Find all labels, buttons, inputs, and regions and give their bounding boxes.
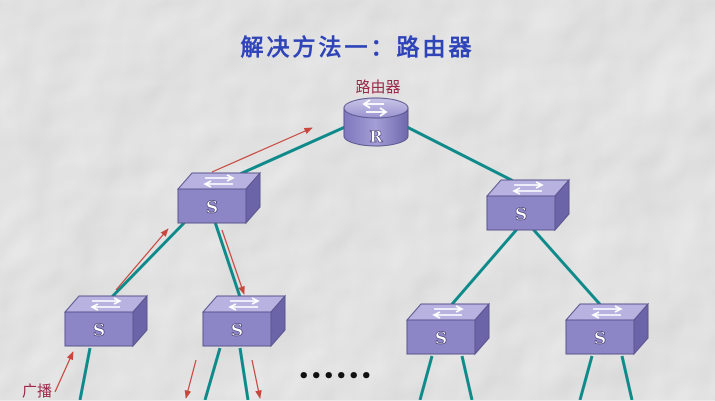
arrow-from-switch-b-down-left xyxy=(184,359,197,399)
switch-glyph: S xyxy=(231,321,243,341)
link-switch-b-down-left xyxy=(203,347,222,400)
arrow-switch-left-to-router xyxy=(211,127,313,173)
router-glyph: R xyxy=(369,127,383,146)
router-icon: R xyxy=(343,97,409,147)
link-switch-d-down-left xyxy=(578,355,594,400)
switch-icon: S xyxy=(564,302,650,356)
router-label: 路由器 xyxy=(355,78,401,96)
link-switch-a-down xyxy=(78,347,92,400)
link-switch-c-down-right xyxy=(460,355,474,400)
arrow-from-switch-b-down-right xyxy=(251,359,262,399)
link-switch-left-to-switch-a xyxy=(104,220,187,305)
switch-glyph: S xyxy=(93,321,105,341)
broadcast-label: 广播 xyxy=(22,382,53,400)
switch-glyph: S xyxy=(594,329,606,349)
ellipsis: •••••• xyxy=(298,366,374,387)
switch-glyph: S xyxy=(206,198,218,218)
link-switch-right-to-switch-c xyxy=(445,227,520,311)
link-switch-right-to-switch-d xyxy=(530,227,607,311)
broadcast-arrows xyxy=(54,127,313,399)
link-switch-b-down-right xyxy=(238,347,250,400)
slide-title: 解决方法一：路由器 xyxy=(240,35,475,61)
link-router-to-switch-right xyxy=(406,125,528,190)
switch-icon: S xyxy=(405,302,491,356)
switch-icon: S xyxy=(201,294,287,348)
arrow-to-switch-a xyxy=(54,351,74,393)
link-switch-c-down-left xyxy=(418,355,434,400)
link-switch-left-to-switch-b xyxy=(213,221,244,304)
switch-icon: S xyxy=(63,294,149,348)
switch-glyph: S xyxy=(515,205,527,225)
arrow-switch-a-to-switch-left xyxy=(115,228,169,291)
switch-icon: S xyxy=(485,178,571,232)
switch-glyph: S xyxy=(435,329,447,349)
link-switch-d-down-right xyxy=(620,355,634,400)
arrow-switch-left-to-switch-b xyxy=(221,229,245,295)
switch-icon: S xyxy=(176,171,262,225)
switches: S S S S S S xyxy=(63,171,650,356)
network-links xyxy=(78,125,634,400)
